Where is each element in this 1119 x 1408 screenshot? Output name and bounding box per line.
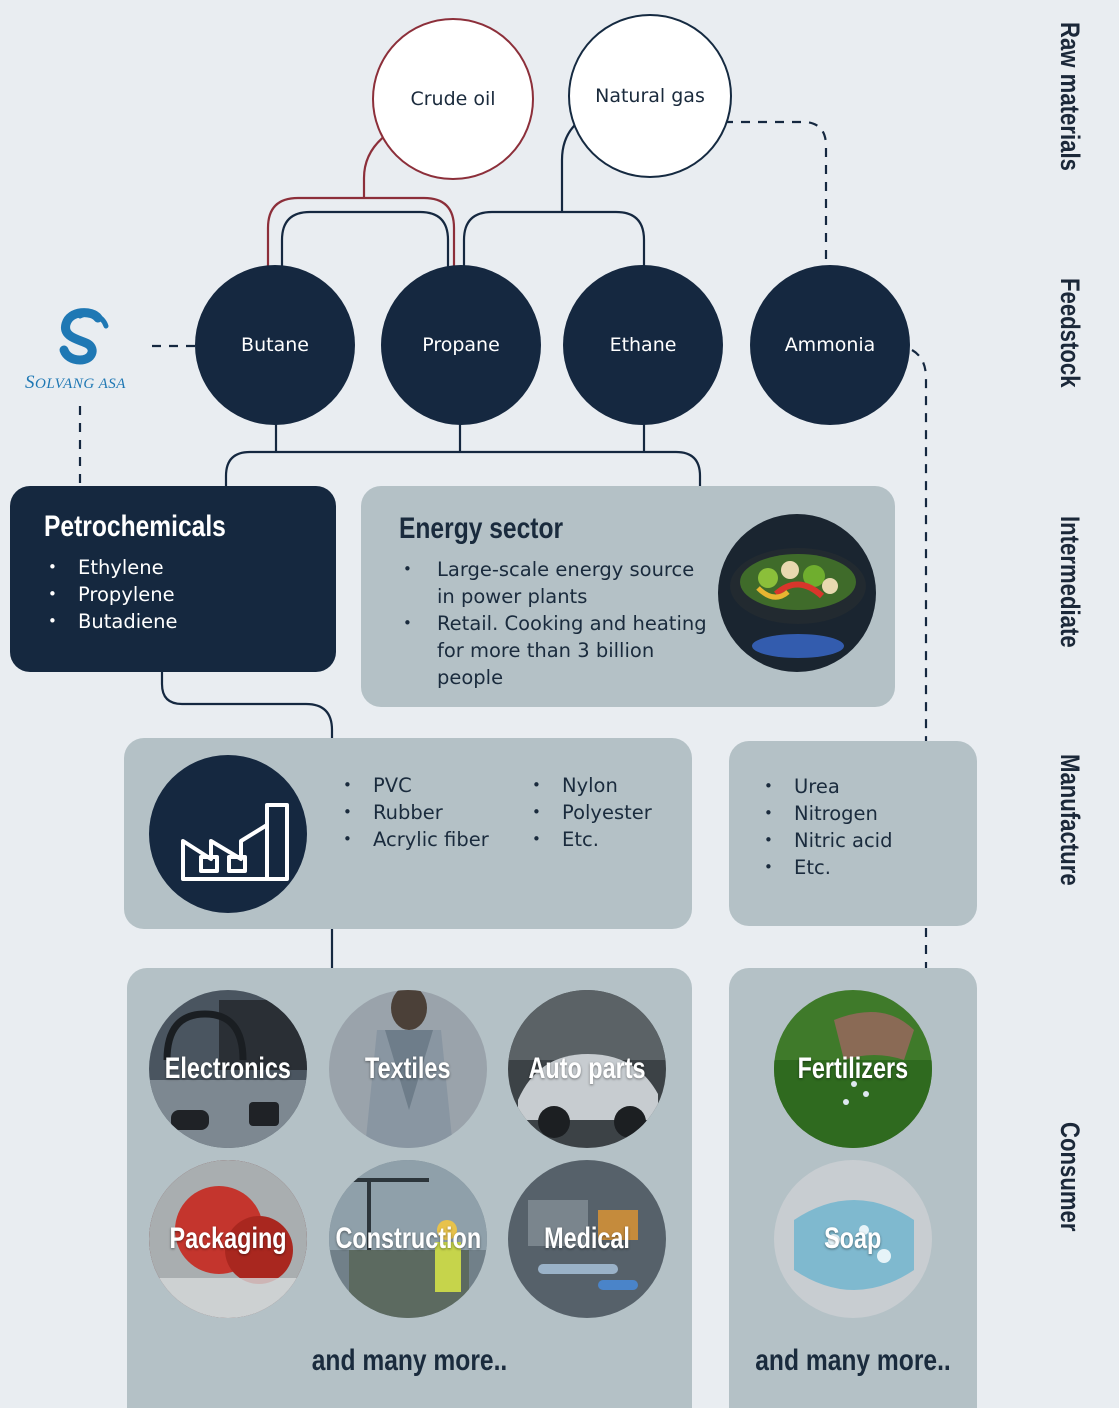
natural-gas-label: Natural gas (595, 85, 705, 107)
list-item: Large-scale energy source in power plant… (399, 556, 709, 610)
ammonia-node: Ammonia (750, 265, 910, 425)
soap-photo: Soap (774, 1160, 932, 1318)
logo-text: SOLVANG ASA (25, 372, 126, 393)
stage-label-intermediate: Intermediate (1055, 516, 1085, 648)
energy-sector-title: Energy sector (399, 512, 564, 545)
petrochemicals-box: Petrochemicals Ethylene Propylene Butadi… (10, 486, 336, 672)
list-item: Nitric acid (760, 827, 892, 854)
list-item: Nitrogen (760, 800, 892, 827)
petrochemicals-list: Ethylene Propylene Butadiene (44, 554, 336, 635)
factory-icon (181, 803, 289, 881)
manufacture-list-1: PVC Rubber Acrylic fiber (339, 772, 489, 853)
manufacture-list-2: Nylon Polyester Etc. (528, 772, 652, 853)
propane-node: Propane (381, 265, 541, 425)
construction-photo: Construction (329, 1160, 487, 1318)
butane-node: Butane (195, 265, 355, 425)
ethane-node: Ethane (563, 265, 723, 425)
crude-oil-node: Crude oil (372, 18, 534, 180)
list-item: PVC (339, 772, 489, 799)
manufacture-box: PVC Rubber Acrylic fiber Nylon Polyester… (124, 738, 692, 929)
more-label: and many more.. (311, 1344, 508, 1377)
petrochemicals-title: Petrochemicals (44, 510, 226, 543)
factory-icon-circle (149, 755, 307, 913)
construction-label: Construction (335, 1222, 481, 1255)
stage-label-manufacture: Manufacture (1055, 754, 1085, 886)
electronics-label: Electronics (164, 1052, 292, 1085)
ammonia-products-list: Urea Nitrogen Nitric acid Etc. (760, 773, 892, 881)
ammonia-consumer-box: Fertilizers Soap and many more.. (729, 968, 977, 1408)
electronics-photo: Electronics (149, 990, 307, 1148)
ammonia-manufacture-box: Urea Nitrogen Nitric acid Etc. (729, 741, 977, 926)
propane-label: Propane (422, 334, 500, 356)
list-item: Propylene (44, 581, 336, 608)
medical-label: Medical (544, 1222, 630, 1255)
list-item: Etc. (528, 826, 652, 853)
list-item: Etc. (760, 854, 892, 881)
textiles-photo: Textiles (329, 990, 487, 1148)
solvang-logo-icon (59, 308, 109, 365)
list-item: Urea (760, 773, 892, 800)
textiles-label: Textiles (365, 1052, 451, 1085)
packaging-photo: Packaging (149, 1160, 307, 1318)
consumer-box: Electronics Textiles Auto parts (127, 968, 692, 1408)
natural-gas-node: Natural gas (568, 14, 732, 178)
list-item: Nylon (528, 772, 652, 799)
fertilizers-photo: Fertilizers (774, 990, 932, 1148)
fertilizers-label: Fertilizers (797, 1052, 909, 1085)
medical-photo: Medical (508, 1160, 666, 1318)
crude-oil-label: Crude oil (410, 88, 496, 110)
more-label-right: and many more.. (755, 1344, 951, 1377)
auto-parts-label: Auto parts (528, 1052, 646, 1085)
soap-label: Soap (824, 1222, 882, 1255)
ethane-label: Ethane (609, 334, 677, 356)
auto-parts-photo: Auto parts (508, 990, 666, 1148)
list-item: Ethylene (44, 554, 336, 581)
stage-label-consumer: Consumer (1055, 1122, 1085, 1232)
butane-label: Butane (241, 334, 309, 356)
list-item: Rubber (339, 799, 489, 826)
energy-list: Large-scale energy source in power plant… (399, 556, 709, 691)
stage-label-feedstock: Feedstock (1055, 278, 1085, 388)
packaging-label: Packaging (169, 1222, 287, 1255)
list-item: Retail. Cooking and heating for more tha… (399, 610, 709, 691)
cooking-pan-photo (718, 514, 876, 672)
list-item: Acrylic fiber (339, 826, 489, 853)
list-item: Butadiene (44, 608, 336, 635)
list-item: Polyester (528, 799, 652, 826)
stage-label-raw-materials: Raw materials (1055, 22, 1085, 171)
ammonia-label: Ammonia (784, 334, 876, 356)
energy-sector-box: Energy sector Large-scale energy source … (361, 486, 895, 707)
